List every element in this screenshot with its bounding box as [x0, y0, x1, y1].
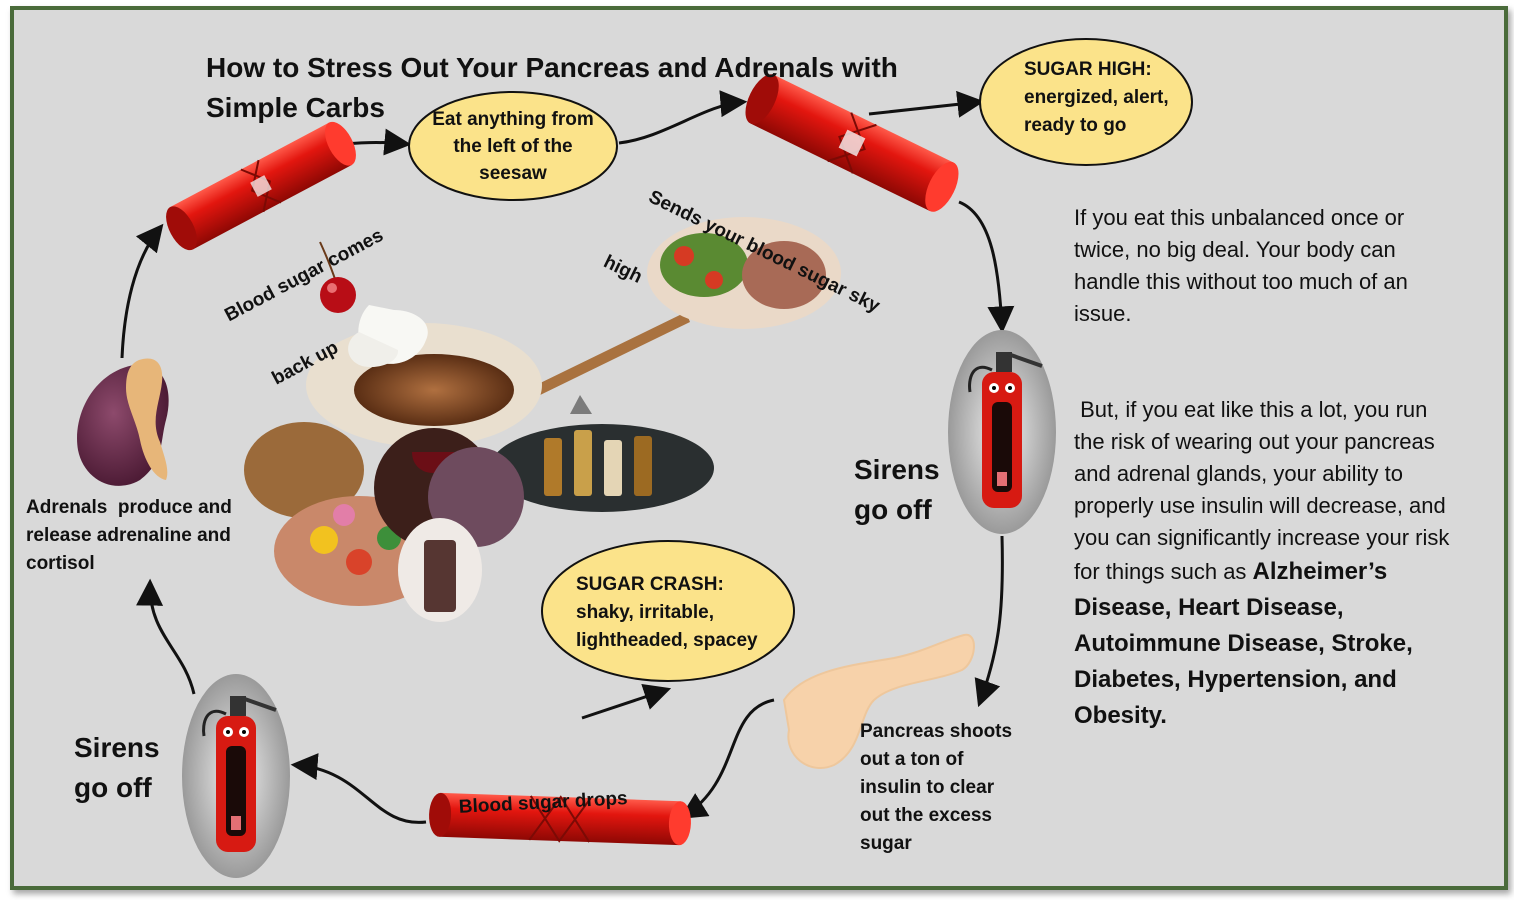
- cycle-arrows: [120, 90, 1015, 824]
- cylinder-icon: [745, 74, 959, 212]
- arrow-tube-to-sirens: [958, 200, 1015, 334]
- paragraph-once: If you eat this unbalanced once or twice…: [1074, 202, 1408, 330]
- para1-line-4: issue.: [1074, 301, 1132, 326]
- cylinder-icon: [429, 792, 691, 846]
- para2-line-1: But, if you eat like this a lot, you run: [1074, 397, 1428, 422]
- sugar-crash-text: SUGAR CRASH: shaky, irritable, lighthead…: [576, 571, 758, 655]
- adrenals-line-3: cortisol: [26, 553, 95, 574]
- eat-line-1: Eat anything from: [432, 108, 594, 130]
- seesaw-icon: [530, 312, 690, 414]
- arrow-adrenals-to-tube: [120, 223, 164, 359]
- fire-extinguisher-icon: [948, 330, 1056, 534]
- cylinder-icon: [166, 121, 356, 251]
- para1-line-2: twice, no big deal. Your body can: [1074, 237, 1396, 262]
- arrow-drops-to-crash: [581, 684, 672, 720]
- pancreas-icon: [782, 633, 975, 769]
- sugar-crash-oval: [541, 540, 795, 682]
- paragraph-risk: But, if you eat like this a lot, you run…: [1074, 394, 1500, 734]
- pancreas-line-2: out a ton of: [860, 749, 964, 770]
- para2-line-6-text: for things such as: [1074, 559, 1253, 584]
- drops-line-1: Blood sugar drops: [458, 788, 629, 818]
- sirens-left-label: Sirens go off: [74, 728, 160, 808]
- diagram-frame: How to Stress Out Your Pancreas and Adre…: [10, 6, 1508, 890]
- sirens-right-label: Sirens go off: [854, 450, 940, 530]
- disease-line-3: Diabetes, Hypertension, and: [1074, 666, 1397, 693]
- kidney-adrenal-icon: [77, 358, 169, 486]
- pancreas-line-5: sugar: [860, 833, 912, 854]
- eat-oval: [408, 91, 618, 201]
- para1-line-3: handle this without too much of an: [1074, 269, 1408, 294]
- drops-label: Blood sugar drops too low: [455, 724, 635, 886]
- title-line-1: How to Stress Out Your Pancreas and Adre…: [206, 52, 898, 83]
- pancreas-line-3: insulin to clear: [860, 777, 995, 798]
- sugar-crash-line-1: shaky, irritable,: [576, 602, 714, 623]
- sugar-high-text: SUGAR HIGH: energized, alert, ready to g…: [1024, 56, 1169, 140]
- sirens-left-line-1: Sirens: [74, 732, 160, 763]
- para2-line-3: and adrenal glands, your ability to: [1074, 461, 1403, 486]
- sirens-right-line-2: go off: [854, 494, 932, 525]
- adrenals-text: Adrenals produce and release adrenaline …: [26, 494, 232, 578]
- sugar-high-line-2: ready to go: [1024, 115, 1127, 136]
- para2-line-5: you can significantly increase your risk: [1074, 525, 1450, 550]
- drops-line-2: too low: [463, 874, 633, 886]
- sugar-crash-heading: SUGAR CRASH:: [576, 574, 724, 595]
- arrow-tube-to-sirens-left: [290, 753, 427, 824]
- eat-oval-text: Eat anything from the left of the seesaw: [410, 92, 616, 200]
- sugar-high-line-1: energized, alert,: [1024, 87, 1169, 108]
- comes-back-line-1: Blood sugar comes: [221, 224, 387, 327]
- arrow-sirens-to-adrenals: [136, 578, 196, 695]
- disease-line-1: Disease, Heart Disease,: [1074, 594, 1344, 621]
- pancreas-line-1: Pancreas shoots: [860, 721, 1013, 742]
- diagram-art: [77, 38, 1193, 878]
- para2-line-6: for things such as Alzheimer’s: [1074, 554, 1500, 590]
- title-line-2: Simple Carbs: [206, 92, 385, 123]
- para2-line-4: properly use insulin will decrease, and: [1074, 493, 1446, 518]
- disease-line-4: Obesity.: [1074, 702, 1167, 729]
- para1-line-1: If you eat this unbalanced once or: [1074, 205, 1405, 230]
- disease-list: Disease, Heart Disease, Autoimmune Disea…: [1074, 590, 1500, 734]
- sugar-high-heading: SUGAR HIGH:: [1024, 59, 1152, 80]
- sugar-crash-line-2: lightheaded, spacey: [576, 630, 758, 651]
- pancreas-line-4: out the excess: [860, 805, 992, 826]
- arrow-tube-to-high: [868, 90, 985, 118]
- arrow-sirens-to-pancreas: [974, 535, 1004, 708]
- disease-line-2: Autoimmune Disease, Stroke,: [1074, 630, 1413, 657]
- fire-extinguisher-icon: [182, 674, 290, 878]
- adrenals-line-1: Adrenals produce and: [26, 497, 232, 518]
- eat-line-2: the left of the: [453, 135, 573, 157]
- adrenals-line-2: release adrenaline and: [26, 525, 231, 546]
- food-collage-icon: [244, 217, 841, 622]
- para2-line-2: the risk of wearing out your pancreas: [1074, 429, 1435, 454]
- pancreas-text: Pancreas shoots out a ton of insulin to …: [860, 718, 1012, 858]
- arrow-pancreas-to-tube: [679, 698, 775, 819]
- arrow-eat-to-tube: [618, 90, 748, 145]
- page-title: How to Stress Out Your Pancreas and Adre…: [206, 48, 898, 128]
- sirens-right-line-1: Sirens: [854, 454, 940, 485]
- sirens-left-line-2: go off: [74, 772, 152, 803]
- eat-line-3: seesaw: [479, 162, 547, 184]
- disease-alzheimers: Alzheimer’s: [1252, 558, 1388, 585]
- sugar-high-oval: [979, 38, 1193, 166]
